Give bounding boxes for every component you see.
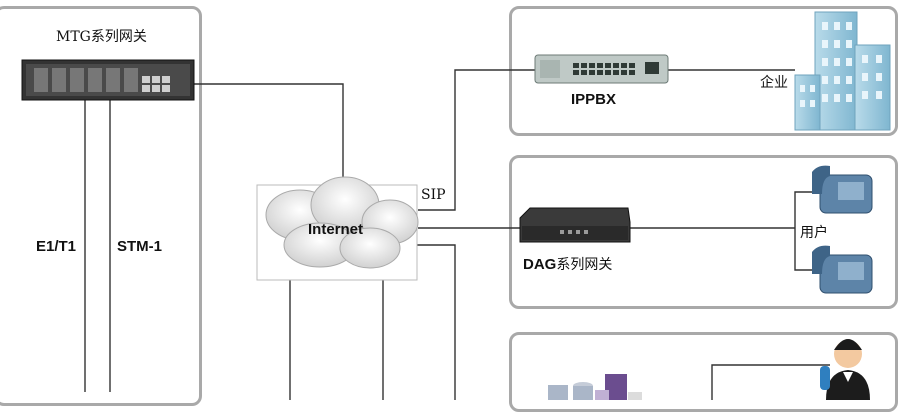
- e1t1-label: E1/T1: [36, 238, 77, 255]
- phone-icon-2: [812, 245, 873, 294]
- dag-label-prefix: DAG: [523, 256, 557, 273]
- server-stack-icon: [548, 374, 642, 400]
- diagram-canvas: [21, 11, 891, 400]
- ippbx-switch-device: [534, 54, 669, 84]
- internet-label: Internet: [308, 221, 364, 238]
- ippbx-label: IPPBX: [571, 91, 617, 108]
- dag-label-suffix: 系列网关: [556, 257, 613, 273]
- enterprise-label: 企业: [760, 72, 788, 92]
- mtg-gateway-title: MTG系列网关: [56, 29, 147, 45]
- dag-label: DAG系列网关: [523, 254, 612, 274]
- phone-icon-1: [812, 165, 873, 214]
- connection-lines: [84, 69, 830, 400]
- user-label: 用户: [800, 222, 828, 242]
- stm1-label: STM-1: [117, 238, 162, 255]
- sip-label: SIP: [421, 187, 446, 203]
- dag-gateway-device: [519, 207, 631, 243]
- mtg-gateway-device: [21, 59, 195, 101]
- enterprise-building-icon: [794, 11, 891, 131]
- internet-cloud: [265, 176, 419, 269]
- agent-icon: [820, 339, 870, 400]
